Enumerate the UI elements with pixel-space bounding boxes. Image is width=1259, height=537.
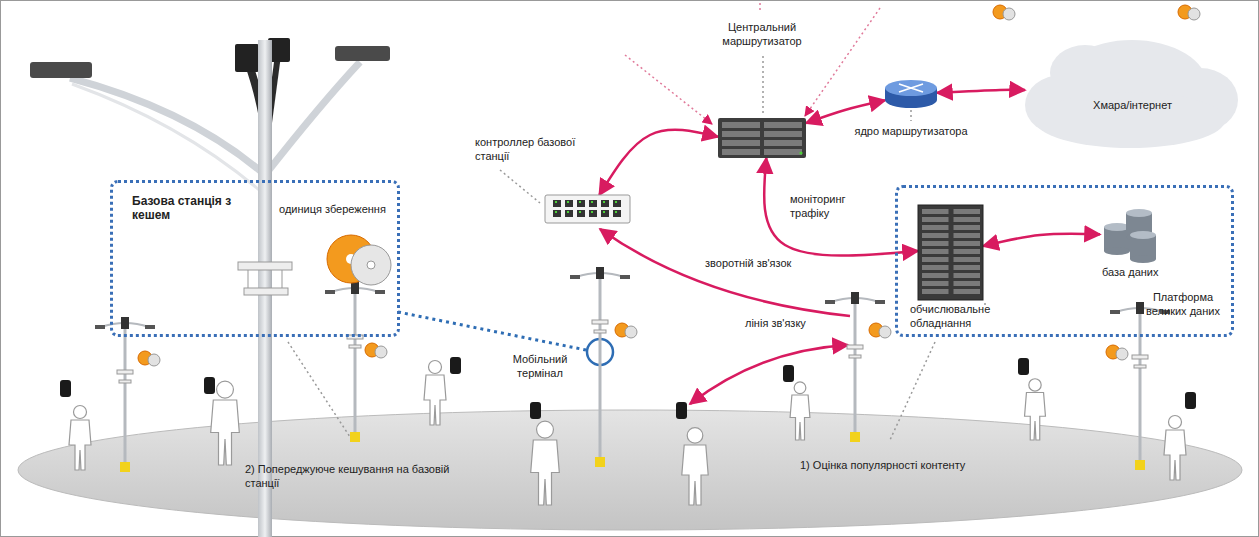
street-pole <box>825 292 885 442</box>
street-pole <box>570 267 630 467</box>
connector-arrow <box>937 90 1025 93</box>
storage-unit: одиниця збереження <box>325 232 393 287</box>
dotted-region: Платформа великих даних обчислювальне обл… <box>895 185 1234 337</box>
person-figure <box>790 382 810 440</box>
connector-arrow <box>806 100 885 123</box>
person-figure <box>531 421 560 505</box>
router-device: Центральний маршрутизатор <box>718 118 806 158</box>
mobile-phone <box>530 402 541 419</box>
icon <box>325 232 393 287</box>
mobile-phone <box>676 402 687 419</box>
icon <box>1100 205 1160 263</box>
person-figure <box>211 381 240 465</box>
rack-body <box>918 205 983 300</box>
street-pole <box>95 317 155 472</box>
terminal-label: Мобільний термінал <box>500 352 580 380</box>
icon <box>885 80 937 108</box>
person-figure <box>682 428 708 505</box>
node-label: база даних <box>1102 265 1182 279</box>
switch-body <box>545 195 630 223</box>
line-label: зворотній зв'язок <box>705 256 815 270</box>
content-disc <box>869 323 891 338</box>
node-label: Хмара/інтернет <box>1075 98 1190 112</box>
feedback-arrow <box>600 229 850 316</box>
connector-arrow <box>983 234 1100 246</box>
connector-arrow <box>599 130 718 195</box>
mobile-phone <box>450 357 461 374</box>
content-disc <box>138 351 160 366</box>
person-figure <box>1025 379 1046 440</box>
content-disc <box>993 5 1015 20</box>
mobile-phone <box>1018 358 1029 375</box>
person-figure <box>69 406 91 471</box>
server-body <box>718 118 806 158</box>
node-label: Центральний маршрутизатор <box>696 20 828 48</box>
person-figure <box>424 361 446 426</box>
node-label: ядро маршрутизатора <box>849 124 973 138</box>
node-label: обчислювальне обладнання <box>910 302 1022 330</box>
db-cylinder <box>1130 231 1156 263</box>
scene-figures <box>60 5 1200 505</box>
blue-leader <box>398 312 586 350</box>
icon <box>918 205 983 300</box>
content-disc <box>1178 5 1200 20</box>
street-pole <box>1110 302 1170 470</box>
ground <box>18 410 1242 530</box>
dotted-region: Базова станція з кешем одиниця збереження <box>110 180 400 337</box>
incoming-traffic <box>625 0 880 124</box>
region-heading: Платформа великих даних <box>1138 290 1228 318</box>
callout-note: 2) Попереджуюче кешування на базовій ста… <box>245 462 450 490</box>
controller-device: контроллер базової станції <box>545 195 630 223</box>
content-disc <box>365 343 387 358</box>
node-label: одиниця збереження <box>279 202 394 216</box>
region-heading: Базова станція з кешем <box>132 194 257 222</box>
mobile-phone <box>1185 392 1196 409</box>
line-label: лінія зв'язку <box>745 316 835 330</box>
person-figure <box>1164 416 1186 481</box>
icon <box>1025 28 1240 153</box>
mobile-phone <box>204 377 215 394</box>
core-router: ядро маршрутизатора <box>885 80 937 108</box>
cloud-outline <box>1025 40 1238 148</box>
cloud-shape: Хмара/інтернет <box>1025 28 1240 153</box>
database-icon: база даних <box>1100 205 1160 263</box>
compute-rack: обчислювальне обладнання <box>918 205 983 300</box>
edge-label: моніторинг трафіку <box>790 192 870 220</box>
callout-note: 1) Оцінка популярності контенту <box>800 458 1030 472</box>
big-pole <box>30 38 390 537</box>
leader-lines <box>288 56 985 440</box>
icon <box>718 118 806 158</box>
street-pole <box>325 282 385 442</box>
mobile-phone <box>60 380 71 397</box>
link-arrow <box>690 345 848 404</box>
content-disc <box>1106 345 1128 360</box>
mobile-phone <box>783 365 794 382</box>
icon <box>545 195 630 223</box>
node-label: контроллер базової станції <box>475 135 600 163</box>
content-disc <box>615 323 637 338</box>
